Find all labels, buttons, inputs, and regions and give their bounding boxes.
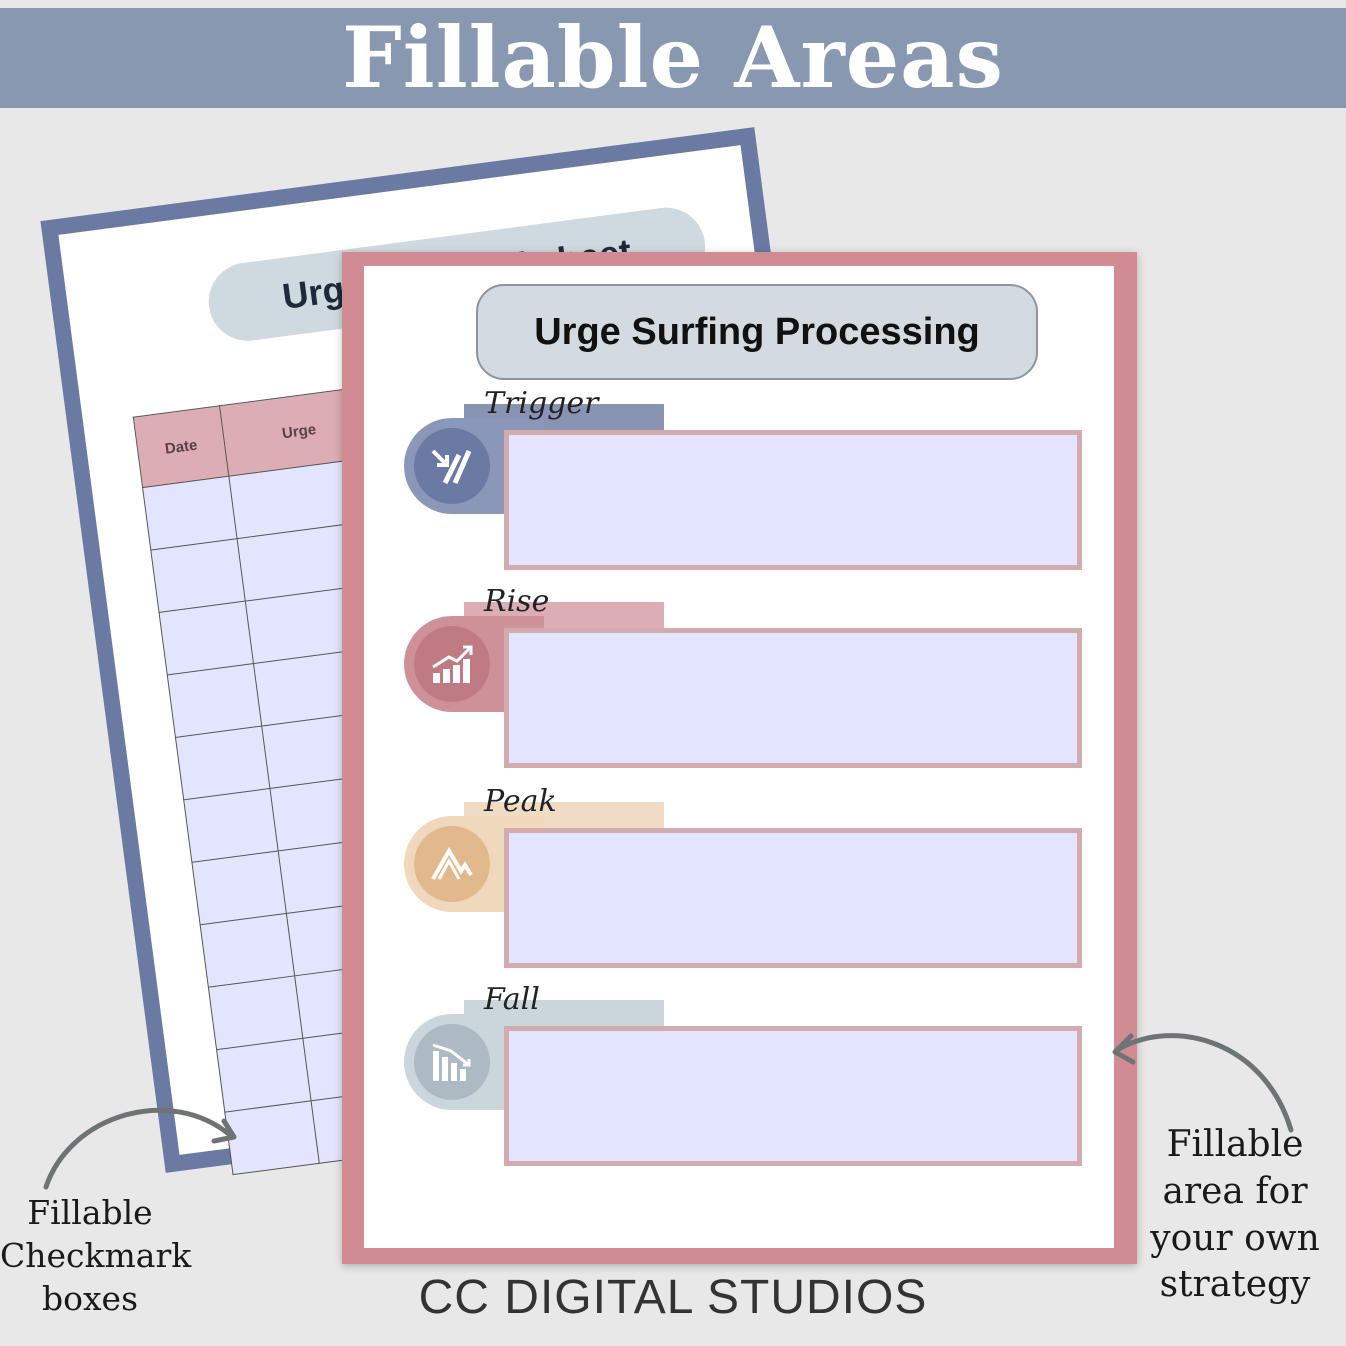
section-rise: Rise xyxy=(404,584,1094,768)
column-header-date: Date xyxy=(133,405,229,488)
peak-fill-area[interactable] xyxy=(504,828,1082,968)
urge-surfing-processing-page: Urge Surfing Processing Trigger Rise xyxy=(342,252,1137,1264)
urge-surfing-title-pill: Urge Surfing Processing xyxy=(476,284,1038,380)
rise-fill-area[interactable] xyxy=(504,628,1082,768)
curved-arrow-icon xyxy=(43,1107,237,1190)
note-right-line: Fillable xyxy=(1166,1124,1304,1165)
curved-arrow-icon xyxy=(1112,1033,1294,1133)
fall-icon xyxy=(414,1024,490,1100)
urge-surfing-title: Urge Surfing Processing xyxy=(534,310,980,353)
note-right-line: strategy xyxy=(1159,1264,1311,1306)
note-fillable-checkmark-boxes: Fillable Checkmark boxes xyxy=(0,1192,192,1321)
trigger-fill-area[interactable] xyxy=(504,430,1082,570)
peak-icon xyxy=(414,826,490,902)
note-left-line: boxes xyxy=(41,1278,139,1318)
note-left-line: Fillable xyxy=(27,1193,153,1232)
rise-icon xyxy=(414,626,490,702)
banner-title: Fillable Areas xyxy=(342,8,1004,107)
table-cell[interactable] xyxy=(150,538,246,613)
section-label-fall: Fall xyxy=(484,982,540,1017)
section-trigger: Trigger xyxy=(404,386,1094,570)
urge-surfing-page-inner: Urge Surfing Processing Trigger Rise xyxy=(364,266,1114,1248)
note-left-line: Checkmark xyxy=(0,1235,192,1275)
note-fillable-area: Fillable area for your own strategy xyxy=(1140,1122,1330,1309)
section-label-trigger: Trigger xyxy=(484,386,599,421)
section-peak: Peak xyxy=(404,784,1094,968)
table-cell[interactable] xyxy=(159,601,254,675)
brand-name: CC DIGITAL STUDIOS xyxy=(418,1271,928,1324)
note-right-line: your own xyxy=(1150,1217,1320,1259)
note-right-line: area for xyxy=(1162,1170,1308,1212)
table-cell[interactable] xyxy=(191,850,287,925)
table-cell[interactable] xyxy=(142,476,238,551)
title-banner: Fillable Areas xyxy=(0,8,1346,108)
section-label-peak: Peak xyxy=(484,784,557,819)
table-cell[interactable] xyxy=(200,913,295,988)
table-cell[interactable] xyxy=(208,975,303,1050)
trigger-icon xyxy=(414,428,490,504)
fall-fill-area[interactable] xyxy=(504,1026,1082,1166)
section-fall: Fall xyxy=(404,982,1094,1166)
section-label-rise: Rise xyxy=(484,584,550,619)
table-cell[interactable] xyxy=(183,788,279,863)
table-cell[interactable] xyxy=(167,663,262,738)
table-cell[interactable] xyxy=(175,726,270,800)
